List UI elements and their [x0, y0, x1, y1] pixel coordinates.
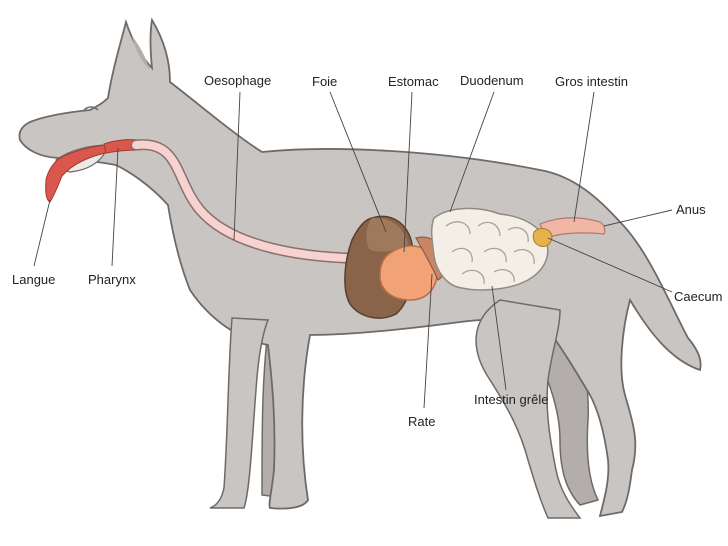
- leader-estomac: [403, 91, 413, 253]
- leader-gros-intestin: [573, 91, 595, 223]
- label-foie: Foie: [312, 74, 338, 89]
- label-rate: Rate: [408, 414, 436, 429]
- dog-near-hind-leg: [475, 299, 582, 519]
- dog-eye: [83, 106, 99, 111]
- label-estomac: Estomac: [388, 74, 439, 89]
- dog-ear-inner: [132, 36, 150, 70]
- leader-foie: [329, 91, 387, 233]
- dog-near-front-leg: [209, 317, 270, 509]
- leader-anus: [603, 209, 673, 227]
- label-pharynx: Pharynx: [88, 272, 136, 287]
- label-gros-intestin: Gros intestin: [555, 74, 628, 89]
- leader-rate: [423, 273, 433, 409]
- leader-langue: [33, 199, 51, 267]
- small-intestine-coils: [445, 221, 535, 285]
- label-anus: Anus: [676, 202, 706, 217]
- esophagus-lumen: [132, 140, 404, 263]
- label-duodenum: Duodenum: [460, 73, 524, 88]
- leader-lines: [33, 91, 673, 409]
- label-oesophage: Oesophage: [204, 73, 272, 88]
- large-intestine: [539, 217, 606, 239]
- label-caecum: Caecum: [674, 289, 723, 304]
- leader-duodenum: [449, 91, 495, 213]
- caecum: [532, 228, 553, 247]
- label-intestin-grele: Intestin grêle: [474, 392, 549, 407]
- leader-oesophage: [233, 91, 241, 241]
- label-langue: Langue: [12, 272, 56, 287]
- leader-pharynx: [111, 147, 119, 267]
- leader-caecum: [547, 237, 673, 293]
- liver-shadow: [366, 217, 408, 252]
- leader-intestin-grele: [491, 285, 507, 391]
